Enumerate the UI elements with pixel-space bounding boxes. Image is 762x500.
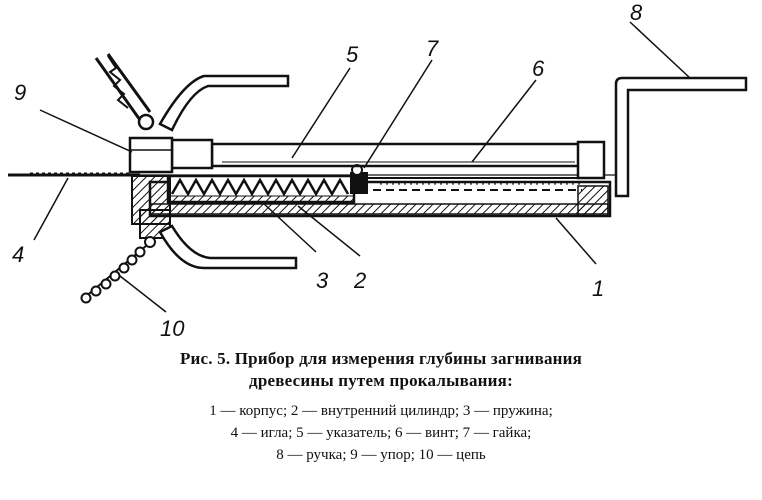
label-9: 9	[14, 80, 26, 105]
label-4: 4	[12, 242, 24, 267]
screw	[360, 177, 582, 191]
caption-title-line-1: Рис. 5. Прибор для измерения глубины заг…	[179, 349, 583, 368]
clamp-arms	[94, 53, 298, 270]
label-10: 10	[160, 316, 185, 341]
device-diagram: 1 2 3 4 5 6 7 8 9 10	[8, 0, 748, 341]
caption-title-line-2: древесины путем прокалывания:	[249, 371, 513, 390]
spring	[170, 177, 350, 197]
figure-caption: Рис. 5. Прибор для измерения глубины заг…	[0, 348, 762, 466]
nut	[350, 164, 368, 194]
legend-line-3: 8 — ручка; 9 — упор; 10 — цепь	[276, 447, 486, 463]
caption-legend: 1 — корпус; 2 — внутренний цилиндр; 3 — …	[0, 400, 762, 466]
leader-lines	[33, 21, 691, 313]
label-8: 8	[630, 0, 643, 25]
legend-line-2: 4 — игла; 5 — указатель; 6 — винт; 7 — г…	[230, 425, 532, 441]
label-5: 5	[346, 42, 359, 67]
label-1: 1	[592, 276, 604, 301]
needle	[8, 172, 620, 177]
chain	[80, 245, 147, 304]
pointer-indicator	[170, 138, 606, 180]
label-7: 7	[426, 36, 439, 61]
handle	[614, 76, 748, 198]
label-6: 6	[532, 56, 545, 81]
label-3: 3	[316, 268, 329, 293]
legend-line-1: 1 — корпус; 2 — внутренний цилиндр; 3 — …	[209, 403, 553, 419]
caption-title: Рис. 5. Прибор для измерения глубины заг…	[0, 348, 762, 392]
label-2: 2	[353, 268, 366, 293]
stop	[128, 113, 174, 248]
